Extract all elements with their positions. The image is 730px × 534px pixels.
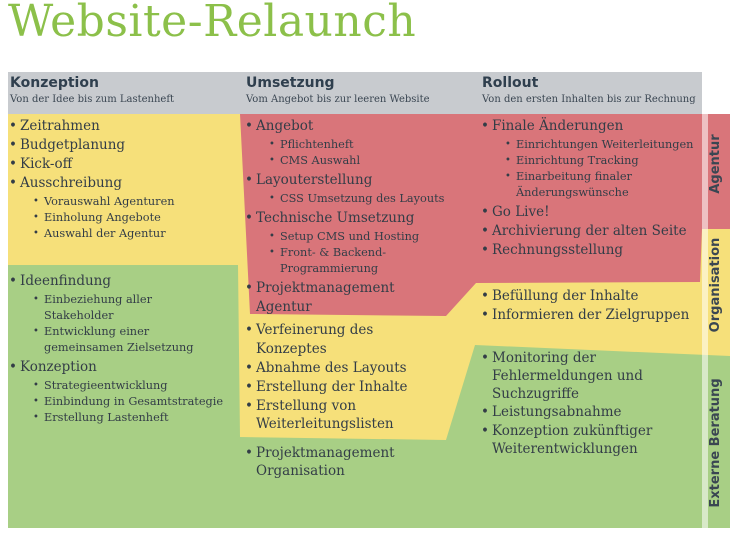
umsetzung-externe-list: Projektmanagement Organisation bbox=[245, 444, 415, 480]
task-item: Erstellung von Weiterleitungslisten bbox=[245, 397, 416, 433]
column-subtitle: Von den ersten Inhalten bis zur Rechnung bbox=[482, 94, 696, 105]
task-item: Konzeption zukünftiger Weiterentwicklung… bbox=[481, 422, 667, 458]
umsetzung-organisation-list: Verfeinerung des Konzeptes Abnahme des L… bbox=[245, 321, 445, 433]
column-title: Konzeption bbox=[10, 75, 99, 91]
task-item: Archivierung der alten Seite bbox=[481, 222, 696, 241]
task-item: Erstellung der Inhalte bbox=[245, 378, 445, 397]
rollout-externe-list: Monitoring der Fehlermeldungen und Suchz… bbox=[481, 349, 656, 458]
task-item: Abnahme des Layouts bbox=[245, 359, 445, 378]
side-label-externe-beratung: Externe Beratung bbox=[708, 378, 723, 508]
subtask-item: Erstellung Lastenheft bbox=[20, 410, 224, 426]
subtask-item: Einrichtung Tracking bbox=[492, 153, 696, 169]
task-item: Konzeption Strategieentwicklung Einbindu… bbox=[9, 358, 224, 426]
task-item: Leistungsabnahme bbox=[481, 403, 656, 422]
column-header-umsetzung: Umsetzung Vom Angebot bis zur leeren Web… bbox=[246, 74, 471, 107]
task-item: Monitoring der Fehlermeldungen und Suchz… bbox=[481, 349, 656, 403]
task-item: Rechnungsstellung bbox=[481, 241, 696, 260]
task-item: Kick-off bbox=[9, 155, 234, 174]
subtask-item: Einbeziehung aller Stakeholder bbox=[20, 292, 224, 324]
subtask-item: Pflichtenheft bbox=[256, 137, 445, 153]
subtask-item: CSS Umsetzung des Layouts bbox=[256, 191, 445, 207]
task-item: Budgetplanung bbox=[9, 136, 234, 155]
subtask-item: Front- & Backend-Programmierung bbox=[256, 245, 400, 277]
column-title: Rollout bbox=[482, 75, 539, 91]
side-strip bbox=[702, 72, 708, 528]
subtask-item: Einarbeitung finaler Änderungswünsche bbox=[492, 169, 651, 201]
task-item: Angebot Pflichtenheft CMS Auswahl bbox=[245, 117, 445, 169]
task-item: Projektmanagement Organisation bbox=[245, 444, 415, 480]
column-subtitle: Von der Idee bis zum Lastenheft bbox=[10, 94, 175, 105]
subtask-item: Einbindung in Gesamtstrategie bbox=[20, 394, 224, 410]
task-item: Finale Änderungen Einrichtungen Weiterle… bbox=[481, 117, 696, 201]
subtask-item: Einrichtungen Weiterleitungen bbox=[492, 137, 696, 153]
subtask-item: Auswahl der Agentur bbox=[20, 226, 234, 242]
subtask-item: CMS Auswahl bbox=[256, 153, 445, 169]
page-title: Website-Relaunch bbox=[8, 0, 417, 47]
subtask-item: Strategieentwicklung bbox=[20, 378, 224, 394]
subtask-item: Entwicklung einer gemeinsamen Zielsetzun… bbox=[20, 324, 224, 356]
rollout-agentur-list: Finale Änderungen Einrichtungen Weiterle… bbox=[481, 117, 696, 260]
header-band bbox=[8, 72, 702, 114]
task-item: Go Live! bbox=[481, 203, 696, 222]
task-item: Befüllung der Inhalte bbox=[481, 287, 696, 306]
konzeption-externe-list: Ideenfindung Einbeziehung aller Stakehol… bbox=[9, 272, 224, 428]
column-title: Umsetzung bbox=[246, 75, 335, 91]
subtask-item: Einholung Angebote bbox=[20, 210, 234, 226]
umsetzung-agentur-list: Angebot Pflichtenheft CMS Auswahl Layout… bbox=[245, 117, 445, 317]
subtask-item: Setup CMS und Hosting bbox=[256, 229, 445, 245]
column-subtitle: Vom Angebot bis zur leeren Website bbox=[246, 94, 430, 105]
task-item: Projektmanagement Agentur bbox=[245, 279, 445, 317]
task-item: Layouterstellung CSS Umsetzung des Layou… bbox=[245, 171, 445, 207]
task-item: Verfeinerung des Konzeptes bbox=[245, 321, 445, 359]
task-item: Technische Umsetzung Setup CMS und Hosti… bbox=[245, 209, 445, 277]
subtask-item: Vorauswahl Agenturen bbox=[20, 194, 234, 210]
task-item: Ideenfindung Einbeziehung aller Stakehol… bbox=[9, 272, 224, 356]
rollout-organisation-list: Befüllung der Inhalte Informieren der Zi… bbox=[481, 287, 696, 325]
side-label-agentur: Agentur bbox=[708, 134, 723, 194]
column-header-rollout: Rollout Von den ersten Inhalten bis zur … bbox=[482, 74, 707, 107]
konzeption-organisation-list: Zeitrahmen Budgetplanung Kick-off Aussch… bbox=[9, 117, 234, 244]
task-item: Zeitrahmen bbox=[9, 117, 234, 136]
task-item: Informieren der Zielgruppen bbox=[481, 306, 696, 325]
column-header-konzeption: Konzeption Von der Idee bis zum Lastenhe… bbox=[10, 74, 235, 107]
side-label-organisation: Organisation bbox=[708, 237, 723, 333]
task-item: Ausschreibung Vorauswahl Agenturen Einho… bbox=[9, 174, 234, 242]
